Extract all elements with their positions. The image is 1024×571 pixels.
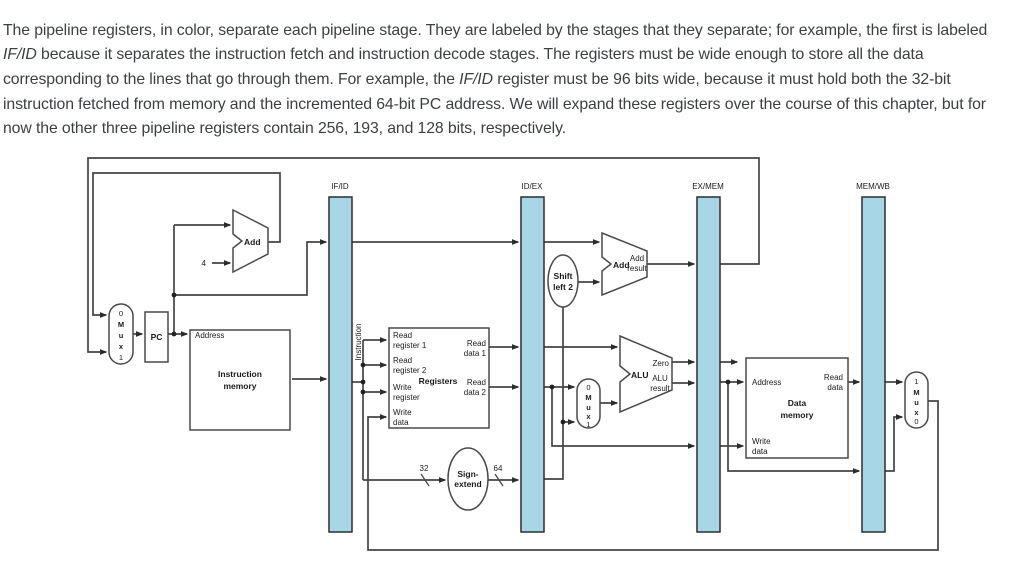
write-register-port: Write bbox=[393, 383, 412, 392]
read-register-1-port: Read bbox=[393, 331, 412, 340]
wire-writeback-feedback bbox=[367, 400, 939, 551]
wire-imm-to-mux bbox=[544, 419, 576, 480]
junction-dot bbox=[360, 362, 366, 368]
add-result-line1: Add bbox=[630, 254, 644, 263]
alu-mux-input-1: 1 bbox=[586, 420, 590, 429]
wire-memwb-aluresult-to-mux bbox=[885, 414, 904, 472]
junction-dot bbox=[360, 379, 366, 385]
dmem-read-data-port2: data bbox=[827, 383, 843, 392]
wb-mux-letter-x: x bbox=[914, 408, 919, 417]
pc-mux-letter-m: M bbox=[118, 320, 124, 329]
alu-zero-port: Zero bbox=[653, 359, 670, 368]
pc-label: PC bbox=[151, 332, 163, 342]
alu-label: ALU bbox=[631, 370, 648, 380]
wb-mux-letter-u: u bbox=[914, 398, 919, 407]
dmem-write-data-port2: data bbox=[752, 447, 768, 456]
alu-mux-letter-x: x bbox=[586, 412, 591, 421]
alu-source-mux: 0 M u x 1 bbox=[576, 378, 601, 429]
sign-extend-line2: extend bbox=[454, 479, 481, 489]
memwb-register bbox=[861, 196, 886, 533]
writeback-mux: 1 M u x 0 bbox=[904, 371, 929, 429]
read-register-1-port2: register 1 bbox=[393, 341, 427, 350]
read-register-2-port: Read bbox=[393, 356, 412, 365]
write-data-port2: data bbox=[393, 418, 409, 427]
idex-label: ID/EX bbox=[522, 182, 544, 191]
alu-mux-letter-m: M bbox=[585, 393, 591, 402]
shift-left-2-unit: Shift left 2 bbox=[547, 254, 579, 308]
read-data-1-port2: data 1 bbox=[464, 349, 487, 358]
instruction-bus-label: Instruction bbox=[354, 324, 363, 361]
data-memory: Address Data memory Write data Read data bbox=[745, 357, 849, 459]
alu-mux-input-0: 0 bbox=[586, 383, 590, 392]
imem-name-line1: Instruction bbox=[218, 369, 262, 379]
register-file: Read register 1 Read register 2 Register… bbox=[388, 327, 490, 429]
alu-result-line2: result bbox=[650, 384, 670, 393]
registers-name: Registers bbox=[419, 376, 458, 386]
increment-constant: 4 bbox=[202, 259, 207, 268]
write-data-port: Write bbox=[393, 408, 412, 417]
alu-unit: ALU Zero ALU result bbox=[619, 334, 673, 414]
memwb-label: MEM/WB bbox=[856, 182, 890, 191]
junction-dot bbox=[171, 292, 177, 298]
ifid-register bbox=[328, 196, 353, 533]
add-result-line2: result bbox=[627, 264, 647, 273]
pc-mux-input-0: 0 bbox=[119, 309, 123, 318]
imem-name-line2: memory bbox=[223, 381, 256, 391]
shift-left-line1: Shift bbox=[554, 271, 573, 281]
junction-dots bbox=[171, 292, 731, 425]
dmem-read-data-port: Read bbox=[824, 373, 843, 382]
junction-dot bbox=[171, 331, 177, 337]
junction-dot bbox=[549, 384, 555, 390]
write-register-port2: register bbox=[393, 393, 420, 402]
dmem-write-data-port: Write bbox=[752, 437, 771, 446]
wire-branch-target-feedback bbox=[87, 157, 760, 355]
bit-width-slash bbox=[494, 473, 504, 487]
dmem-name-line2: memory bbox=[780, 410, 813, 420]
pc-register: PC bbox=[144, 311, 169, 363]
wb-mux-input-0: 0 bbox=[914, 417, 918, 426]
shift-left-line2: left 2 bbox=[553, 282, 573, 292]
read-data-2-port2: data 2 bbox=[464, 388, 487, 397]
exmem-label: EX/MEM bbox=[692, 182, 724, 191]
pc-adder: Add 4 bbox=[202, 208, 269, 274]
read-data-1-port: Read bbox=[467, 339, 486, 348]
wire-pc-to-ifid bbox=[174, 239, 328, 296]
input-width-label: 32 bbox=[420, 464, 429, 473]
ifid-label: IF/ID bbox=[331, 182, 349, 191]
dmem-name-line1: Data bbox=[788, 398, 807, 408]
imem-address-port: Address bbox=[195, 331, 224, 340]
pc-source-mux: 0 M u x 1 bbox=[108, 303, 134, 365]
caption-paragraph: The pipeline registers, in color, separa… bbox=[3, 21, 988, 138]
junction-dot bbox=[360, 389, 366, 395]
read-data-2-port: Read bbox=[467, 378, 486, 387]
pc-adder-label: Add bbox=[244, 237, 261, 247]
pc-mux-input-1: 1 bbox=[119, 353, 123, 362]
pipeline-registers: IF/ID ID/EX EX/MEM MEM/WB Instruction bbox=[328, 182, 890, 533]
dmem-address-port: Address bbox=[752, 378, 781, 387]
junction-dot bbox=[725, 379, 731, 385]
branch-adder: Add Add result bbox=[601, 231, 648, 297]
sign-extend-unit: Sign- extend 32 64 bbox=[420, 447, 504, 511]
junction-dot bbox=[560, 419, 566, 425]
wb-mux-input-1: 1 bbox=[914, 377, 918, 386]
pc-mux-letter-u: u bbox=[119, 331, 124, 340]
instruction-memory: Address Instruction memory bbox=[189, 329, 291, 431]
sign-extend-line1: Sign- bbox=[457, 469, 478, 479]
bit-width-slash bbox=[420, 473, 430, 487]
wire-rd2-to-exmem bbox=[551, 387, 696, 449]
alu-result-line1: ALU bbox=[652, 374, 668, 383]
idex-register bbox=[520, 196, 545, 533]
wire-alu-result-bypass bbox=[727, 382, 861, 474]
pc-mux-letter-x: x bbox=[119, 342, 124, 351]
wire-pc-plus4-to-mux bbox=[92, 172, 281, 318]
wb-mux-letter-m: M bbox=[913, 388, 919, 397]
alu-mux-letter-u: u bbox=[586, 403, 591, 412]
output-width-label: 64 bbox=[494, 464, 503, 473]
exmem-register bbox=[696, 196, 721, 533]
branch-adder-label: Add bbox=[613, 260, 630, 270]
read-register-2-port2: register 2 bbox=[393, 366, 427, 375]
